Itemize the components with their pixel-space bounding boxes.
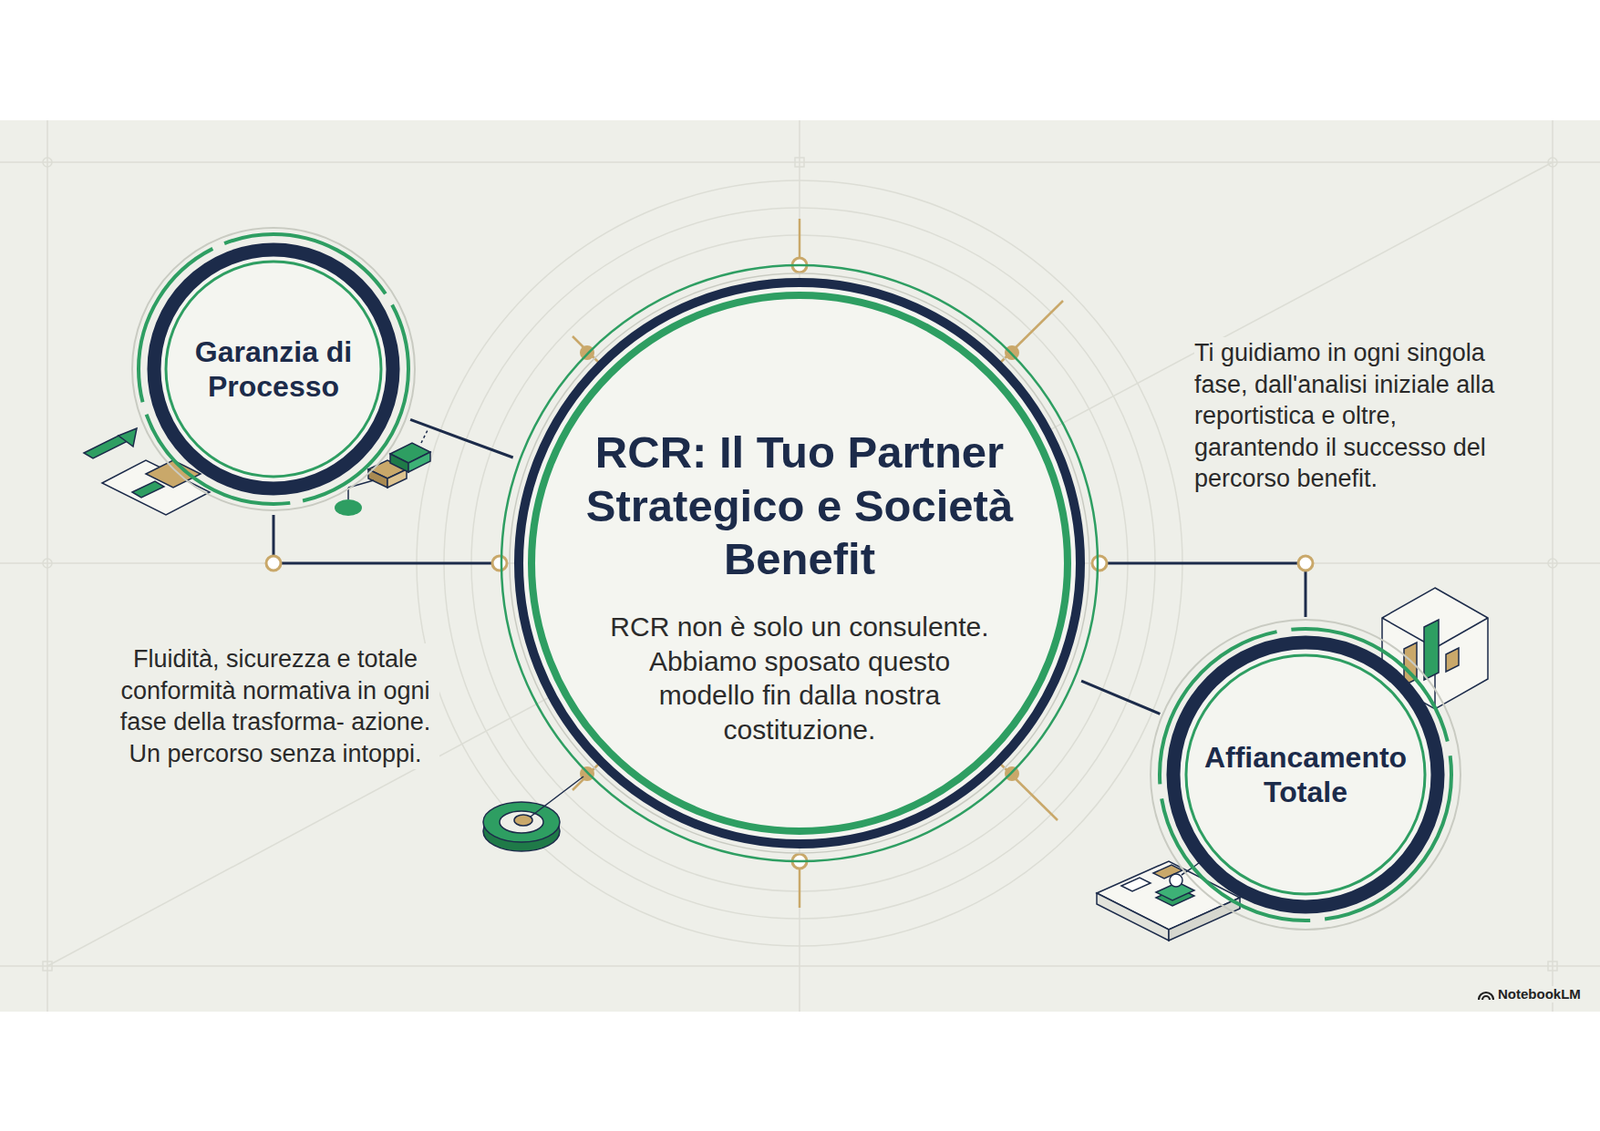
description-text: Fluidità, sicurezza e totale conformità … xyxy=(111,643,440,770)
circle-outline xyxy=(1147,617,1464,933)
node-title: Garanzia di Processo xyxy=(175,334,372,405)
connector-line xyxy=(273,515,495,564)
watermark: NotebookLM xyxy=(1497,986,1590,1003)
node-title: Affiancamento Totale xyxy=(1191,740,1420,811)
connector-line xyxy=(1104,563,1306,618)
description-text: Fluidità, sicurezza e totale conformità … xyxy=(111,643,440,770)
description-text: Ti guidiamo in ogni singola fase, dall'a… xyxy=(1194,337,1500,496)
circle-outline xyxy=(127,223,420,516)
circle-node: Affiancamento Totale xyxy=(1147,617,1464,933)
central-circle: RCR: Il Tuo Partner Strategico e Società… xyxy=(494,258,1105,869)
watermark: NotebookLM xyxy=(1497,986,1590,1003)
connector-line xyxy=(410,419,514,458)
watermark-logo xyxy=(1477,988,1495,1002)
node-body: RCR non è solo un consulente. Abbiamo sp… xyxy=(598,609,1001,747)
connector-line xyxy=(1081,681,1160,714)
description-text: Ti guidiamo in ogni singola fase, dall'a… xyxy=(1194,337,1500,496)
circle-node: Garanzia di Processo xyxy=(127,223,420,516)
node-title: RCR: Il Tuo Partner Strategico e Società… xyxy=(567,425,1033,587)
